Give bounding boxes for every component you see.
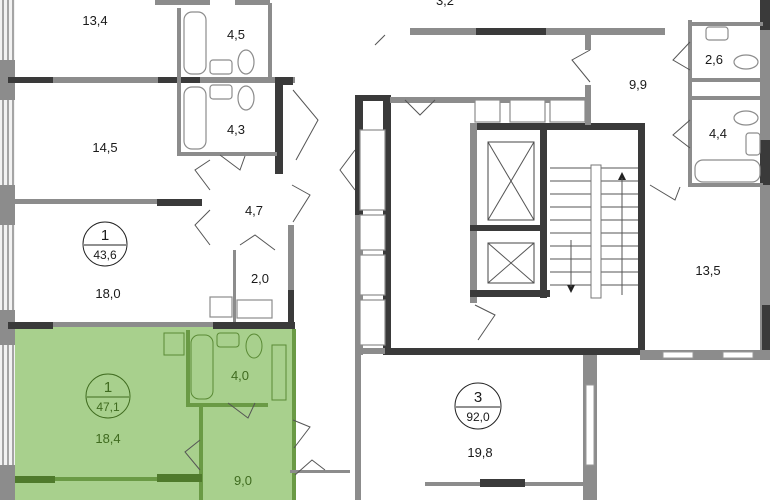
wardrobe-icon	[236, 299, 273, 319]
sink-icon	[745, 132, 761, 156]
room-area-label: 4,7	[245, 203, 263, 218]
toilet-icon	[237, 85, 255, 111]
toilet-icon	[237, 49, 255, 75]
wardrobe-icon	[271, 344, 287, 401]
apartment-total-area: 92,0	[466, 410, 490, 424]
bathtub-icon	[183, 86, 207, 150]
sink-icon	[163, 332, 185, 356]
elevator-shafts	[487, 141, 535, 284]
sink-icon	[209, 84, 233, 100]
apartment-rooms: 1	[101, 227, 109, 244]
walls-highlighted-apartment	[15, 329, 296, 500]
walls-lower	[290, 352, 597, 500]
room-area-label: 4,4	[709, 126, 727, 141]
apartment-rooms: 3	[474, 389, 482, 406]
sink-icon	[209, 296, 233, 318]
walls-upper-left	[8, 0, 295, 329]
room-area-label: 4,3	[227, 122, 245, 137]
staircase	[550, 164, 638, 299]
toilet-icon	[245, 333, 263, 359]
room-area-label: 13,5	[695, 263, 720, 278]
bathroom-fixtures-upper	[183, 11, 273, 319]
stair-down-arrow-icon	[567, 285, 575, 293]
room-area-label: 3,2	[436, 0, 454, 8]
apartment-badge-highlighted[interactable]: 1 47,1	[85, 373, 131, 419]
room-area-label: 18,0	[95, 286, 120, 301]
room-area-label: 4,0	[231, 368, 249, 383]
sink-icon	[216, 332, 240, 348]
room-area-label: 18,4	[95, 431, 120, 446]
room-area-label: 4,5	[227, 27, 245, 42]
sink-icon	[209, 59, 233, 75]
room-area-label: 13,4	[82, 13, 107, 28]
corridor-closets	[339, 34, 591, 346]
stair-up-arrow-icon	[618, 172, 626, 180]
apartment-rooms: 1	[104, 379, 112, 396]
sink-icon	[705, 26, 729, 41]
bathtub-icon	[190, 334, 214, 400]
room-area-label: 14,5	[92, 140, 117, 155]
toilet-icon	[733, 54, 759, 70]
highlighted-apartment-area[interactable]	[15, 325, 295, 500]
elevator-icon	[487, 141, 535, 221]
room-area-label: 9,9	[629, 77, 647, 92]
door-swings-hall	[194, 89, 319, 251]
apartment-badge[interactable]: 1 43,6	[82, 221, 128, 267]
toilet-icon	[733, 110, 759, 126]
bathtub-icon	[183, 11, 207, 75]
room-area-label: 19,8	[467, 445, 492, 460]
room-area-label: 9,0	[234, 473, 252, 488]
room-area-label: 2,6	[705, 52, 723, 67]
apartment-total-area: 47,1	[96, 400, 120, 414]
walls-right-apartment	[640, 0, 770, 360]
apartment-total-area: 43,6	[93, 248, 117, 262]
walls-core	[355, 28, 665, 355]
left-facade-windows	[0, 0, 15, 500]
apartment-badge[interactable]: 3 92,0	[454, 382, 502, 430]
bathtub-icon	[694, 159, 761, 183]
room-area-label: 2,0	[251, 271, 269, 286]
elevator-icon	[487, 242, 535, 284]
